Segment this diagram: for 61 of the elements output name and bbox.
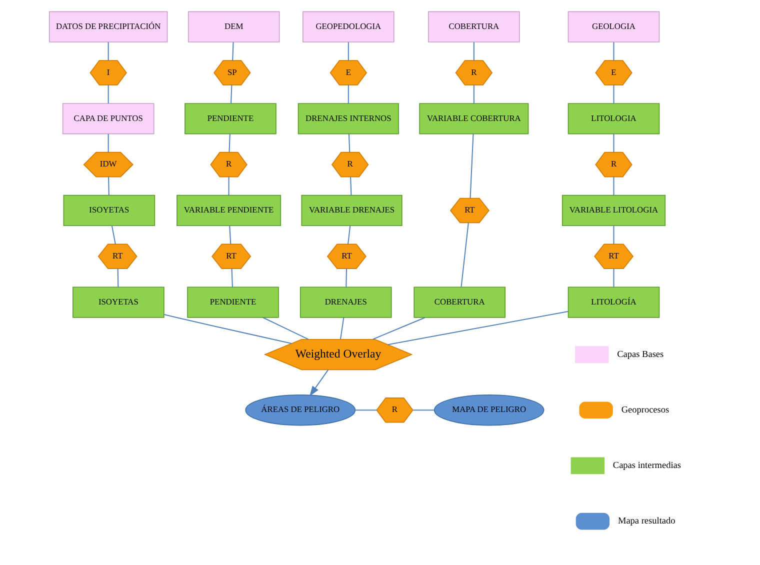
node-box: DRENAJES <box>300 286 392 318</box>
legend-label: Geoprocesos <box>621 405 670 416</box>
node-box: VARIABLE COBERTURA <box>419 103 529 134</box>
node-box: VARIABLE DRENAJES <box>301 194 402 226</box>
node-box: LITOLOGÍA <box>568 286 660 318</box>
connector <box>340 317 344 340</box>
connector <box>348 42 349 60</box>
connector <box>372 317 426 340</box>
connector <box>473 42 474 60</box>
connector <box>388 311 568 346</box>
connector <box>164 314 292 344</box>
connector <box>108 176 110 196</box>
connector <box>232 42 234 60</box>
node-box: ISOYETAS <box>63 194 156 226</box>
node-box: VARIABLE PENDIENTE <box>176 194 282 226</box>
node-box: DATOS DE PRECIPITACIÓN <box>48 11 168 42</box>
node-box: DRENAJES INTERNOS <box>298 103 399 134</box>
connector <box>613 134 614 152</box>
node-ellipse: ÁREAS DE PELIGRO <box>245 394 356 426</box>
connector <box>108 42 109 60</box>
connector <box>348 84 349 104</box>
connector <box>348 226 351 244</box>
node-box: CAPA DE PUNTOS <box>62 103 154 134</box>
node-box: GEOLOGIA <box>568 11 660 42</box>
connector <box>117 268 119 288</box>
arrow <box>309 370 329 396</box>
connector <box>228 176 230 196</box>
node-box: ISOYETAS <box>72 286 164 318</box>
connector <box>262 317 309 340</box>
node-box: COBERTURA <box>414 286 506 318</box>
connector <box>613 42 614 60</box>
connector <box>473 84 474 104</box>
node-box: DEM <box>188 11 280 42</box>
connector <box>460 222 469 287</box>
connector <box>108 134 109 152</box>
connector <box>111 226 116 244</box>
connector <box>613 226 614 244</box>
connector <box>613 176 614 196</box>
node-box: PENDIENTE <box>187 286 279 318</box>
connector <box>613 268 614 288</box>
node-ellipse: MAPA DE PELIGRO <box>434 394 544 426</box>
connector <box>355 410 377 411</box>
connector <box>230 84 232 104</box>
legend-label: Mapa resultado <box>618 516 676 527</box>
legend-label: Capas intermedias <box>612 461 681 472</box>
connector <box>346 268 347 288</box>
node-box: PENDIENTE <box>184 103 276 134</box>
connector <box>350 176 352 196</box>
connector <box>108 84 109 104</box>
node-box: VARIABLE LITOLOGIA <box>562 194 666 226</box>
node-box: COBERTURA <box>428 11 520 42</box>
connector <box>228 134 230 152</box>
connector <box>348 134 350 152</box>
connector <box>613 84 614 104</box>
connector <box>229 226 232 244</box>
connector <box>470 134 474 198</box>
connector <box>231 268 233 288</box>
node-box: GEOPEDOLOGIA <box>302 11 394 42</box>
node-box: LITOLOGIA <box>568 103 660 134</box>
connector <box>413 410 434 411</box>
legend-label: Capas Bases <box>617 350 664 360</box>
